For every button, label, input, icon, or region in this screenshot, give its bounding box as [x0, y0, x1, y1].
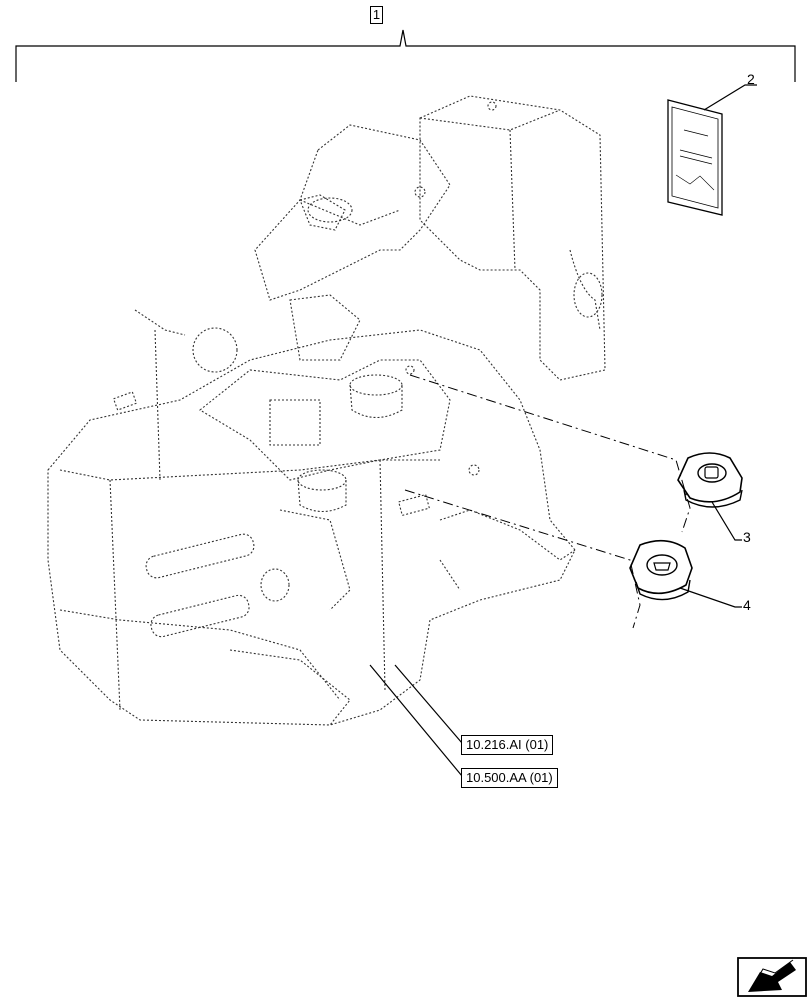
assembly-bracket — [15, 29, 796, 82]
item-number-2: 2 — [747, 71, 755, 87]
leader-line-2 — [703, 84, 757, 111]
manual-booklet-icon — [667, 99, 723, 216]
fuel-cap-icon — [677, 452, 743, 508]
def-cap-icon — [629, 539, 693, 601]
reference-link-10-216-ai[interactable]: 10.216.AI (01) — [461, 735, 554, 755]
leader-ref-2 — [369, 664, 463, 777]
tank-assembly-illustration — [47, 95, 606, 726]
leader-ref-1 — [394, 664, 463, 744]
reference-link-10-500-aa[interactable]: 10.500.AA (01) — [461, 768, 558, 788]
alignment-lines — [404, 374, 691, 629]
next-page-arrow-icon[interactable] — [737, 957, 807, 997]
item-number-3: 3 — [743, 529, 751, 545]
leader-line-4 — [679, 587, 742, 608]
item-number-4: 4 — [743, 597, 751, 613]
leader-line-3 — [711, 501, 742, 541]
assembly-item-number: 1 — [370, 6, 383, 24]
